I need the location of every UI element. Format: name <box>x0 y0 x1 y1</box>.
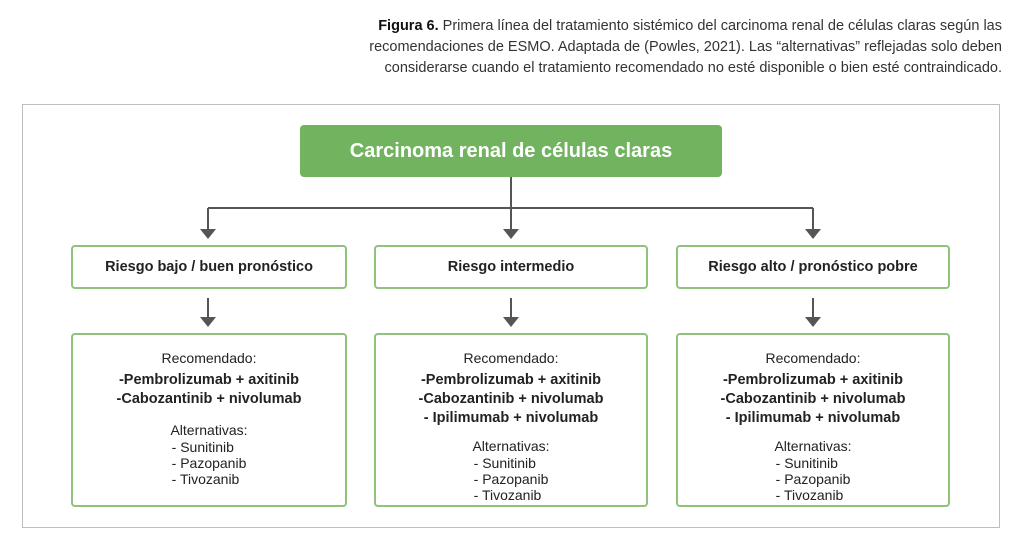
alternative-item: - Pazopanib <box>775 471 851 487</box>
alternative-item: - Pazopanib <box>473 471 549 487</box>
alternatives-label: Alternativas: <box>774 438 852 454</box>
alternatives-list: - Sunitinib - Pazopanib - Tivozanib <box>172 439 247 487</box>
treatment-box-high: Recomendado: -Pembrolizumab + axitinib -… <box>676 333 950 507</box>
treatment-box-low: Recomendado: -Pembrolizumab + axitinib -… <box>71 333 347 507</box>
alternatives-list: - Sunitinib - Pazopanib - Tivozanib <box>474 455 549 503</box>
arrowhead-icon <box>503 317 519 327</box>
alternatives-label: Alternativas: <box>170 422 248 438</box>
alternative-item: - Sunitinib <box>775 455 838 471</box>
alternative-item: - Sunitinib <box>473 455 536 471</box>
alternative-item: - Sunitinib <box>171 439 234 455</box>
recommended-item: - Ipilimumab + nivolumab <box>423 410 599 426</box>
alternatives-list: - Sunitinib - Pazopanib - Tivozanib <box>776 455 851 503</box>
recommended-list: -Pembrolizumab + axitinib -Cabozantinib … <box>678 371 948 428</box>
risk-box-high: Riesgo alto / pronóstico pobre <box>676 245 950 289</box>
recommended-label: Recomendado: <box>463 350 559 366</box>
alternative-item: - Tivozanib <box>171 471 240 487</box>
risk-box-intermediate: Riesgo intermedio <box>374 245 648 289</box>
figure-caption: Figura 6. Primera línea del tratamiento … <box>302 16 1002 79</box>
arrowhead-icon <box>200 317 216 327</box>
recommended-item: -Pembrolizumab + axitinib <box>118 372 300 388</box>
alternative-item: - Pazopanib <box>171 455 247 471</box>
arrowhead-icon <box>200 229 216 239</box>
arrowhead-icon <box>503 229 519 239</box>
diagram-frame <box>22 104 1000 528</box>
risk-box-low: Riesgo bajo / buen pronóstico <box>71 245 347 289</box>
main-node: Carcinoma renal de células claras <box>300 125 722 177</box>
recommended-item: - Ipilimumab + nivolumab <box>725 410 901 426</box>
recommended-item: -Cabozantinib + nivolumab <box>116 391 302 407</box>
caption-text: Primera línea del tratamiento sistémico … <box>369 18 1002 76</box>
recommended-label: Recomendado: <box>161 350 257 366</box>
recommended-item: -Cabozantinib + nivolumab <box>720 391 906 407</box>
recommended-item: -Pembrolizumab + axitinib <box>722 372 904 388</box>
treatment-box-intermediate: Recomendado: -Pembrolizumab + axitinib -… <box>374 333 648 507</box>
caption-label: Figura 6. <box>378 18 439 34</box>
recommended-item: -Pembrolizumab + axitinib <box>420 372 602 388</box>
alternatives-label: Alternativas: <box>472 438 550 454</box>
recommended-list: -Pembrolizumab + axitinib -Cabozantinib … <box>376 371 646 428</box>
recommended-item: -Cabozantinib + nivolumab <box>418 391 604 407</box>
alternative-item: - Tivozanib <box>473 487 542 503</box>
recommended-label: Recomendado: <box>765 350 861 366</box>
arrowhead-icon <box>805 317 821 327</box>
alternative-item: - Tivozanib <box>775 487 844 503</box>
recommended-list: -Pembrolizumab + axitinib -Cabozantinib … <box>73 371 345 409</box>
arrowhead-icon <box>805 229 821 239</box>
